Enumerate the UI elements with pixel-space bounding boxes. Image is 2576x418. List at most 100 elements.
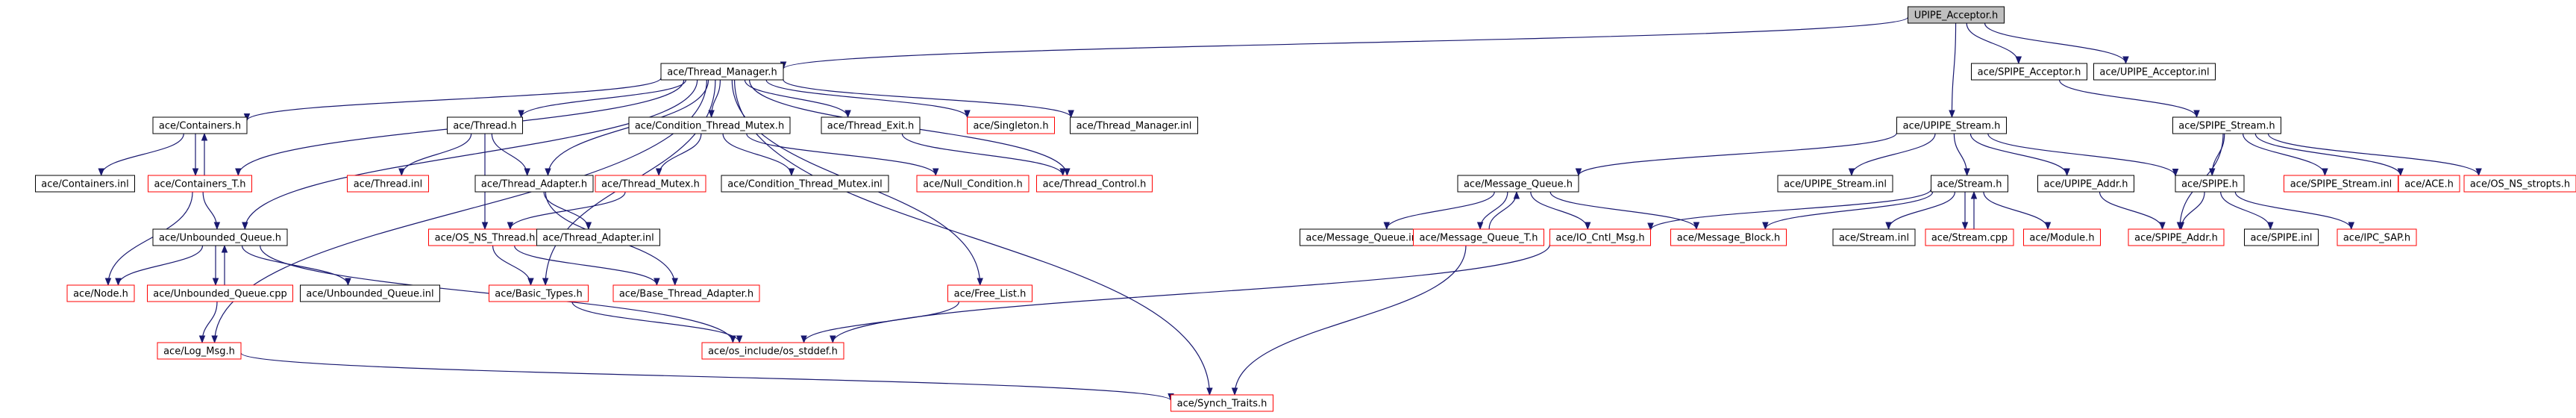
node-box xyxy=(1777,175,1893,193)
node-box xyxy=(916,175,1030,193)
node-streami[interactable]: ace/Stream.inl xyxy=(1832,228,1916,246)
node-logm[interactable]: ace/Log_Msg.h xyxy=(157,342,242,360)
node-uqi[interactable]: ace/Unbounded_Queue.inl xyxy=(300,284,440,302)
edge-upstr-to-stream xyxy=(1953,133,1970,177)
edge-spstr-to-spstri xyxy=(2242,133,2328,177)
edge-upstr-to-upaddr xyxy=(1969,133,2070,177)
node-label: ace/Module.h xyxy=(2029,233,2094,244)
node-spa[interactable]: ace/SPIPE_Acceptor.h xyxy=(1971,63,2087,81)
node-label: ace/Unbounded_Queue.cpp xyxy=(153,289,286,300)
node-box xyxy=(300,284,440,302)
node-thri[interactable]: ace/Thread.inl xyxy=(347,175,429,193)
node-label: ace/SPIPE_Acceptor.h xyxy=(1978,67,2081,78)
node-label: ace/SPIPE.inl xyxy=(2250,233,2312,244)
node-texit[interactable]: ace/Thread_Exit.h xyxy=(821,116,921,134)
node-box xyxy=(474,175,594,193)
node-streamc[interactable]: ace/Stream.cpp xyxy=(1925,228,2014,246)
edge-mq-to-mqt xyxy=(1476,191,1508,231)
node-spaddr[interactable]: ace/SPIPE_Addr.h xyxy=(2128,228,2225,246)
node-label: ace/Stream.inl xyxy=(1839,233,1909,244)
node-spstr[interactable]: ace/SPIPE_Stream.h xyxy=(2172,116,2281,134)
node-node[interactable]: ace/Node.h xyxy=(66,284,135,302)
node-label: ace/Stream.cpp xyxy=(1931,233,2008,244)
edge-mq-to-mqi xyxy=(1383,191,1495,231)
edge-spstr-to-ace xyxy=(2254,133,2404,177)
node-sing[interactable]: ace/Singleton.h xyxy=(967,116,1055,134)
node-mb[interactable]: ace/Message_Block.h xyxy=(1670,228,1787,246)
node-mqi[interactable]: ace/Message_Queue.inl xyxy=(1300,228,1426,246)
node-label: ace/SPIPE_Addr.h xyxy=(2134,233,2218,244)
node-label: ace/Condition_Thread_Mutex.inl xyxy=(727,179,883,190)
node-label: ace/Free_List.h xyxy=(954,289,1027,300)
node-box xyxy=(157,342,242,360)
edge-spipe-to-spipei xyxy=(2220,191,2274,231)
node-conti[interactable]: ace/Containers.inl xyxy=(35,175,135,193)
node-label: ace/UPIPE_Addr.h xyxy=(2044,179,2128,190)
edge-root-to-upai xyxy=(1984,22,2129,65)
node-label: ace/Singleton.h xyxy=(973,121,1048,132)
node-label: ace/Null_Condition.h xyxy=(923,179,1023,190)
node-ipc[interactable]: ace/IPC_SAP.h xyxy=(2337,228,2417,246)
node-label: ace/Message_Queue_T.h xyxy=(1420,233,1538,244)
node-label: ace/OS_NS_stropts.h xyxy=(2470,179,2570,190)
node-spipei[interactable]: ace/SPIPE.inl xyxy=(2244,228,2319,246)
edge-uqc-to-logm xyxy=(198,301,218,344)
edge-tmut-to-osnst xyxy=(507,191,626,231)
node-contt[interactable]: ace/Containers_T.h xyxy=(148,175,252,193)
node-box xyxy=(2463,175,2576,193)
node-mqt[interactable]: ace/Message_Queue_T.h xyxy=(1413,228,1544,246)
node-box xyxy=(66,284,135,302)
edge-ctm-to-ctmi xyxy=(722,133,795,177)
node-osnst[interactable]: ace/OS_NS_Thread.h xyxy=(428,228,542,246)
node-ctmi[interactable]: ace/Condition_Thread_Mutex.inl xyxy=(721,175,889,193)
node-tadi[interactable]: ace/Thread_Adapter.inl xyxy=(536,228,660,246)
node-upai[interactable]: ace/UPIPE_Acceptor.inl xyxy=(2093,63,2216,81)
node-label: ace/Condition_Thread_Mutex.h xyxy=(635,121,784,132)
node-thr[interactable]: ace/Thread.h xyxy=(447,116,523,134)
edge-mq-to-ioc xyxy=(1530,191,1591,231)
node-flist[interactable]: ace/Free_List.h xyxy=(947,284,1032,302)
node-tm[interactable]: ace/Thread_Manager.h xyxy=(660,63,784,81)
node-ioc[interactable]: ace/IO_Cntl_Msg.h xyxy=(1549,228,1651,246)
edge-tm-to-synch xyxy=(733,79,1213,396)
node-upaddr[interactable]: ace/UPIPE_Addr.h xyxy=(2037,175,2134,193)
node-box xyxy=(2244,228,2319,246)
node-spstri[interactable]: ace/SPIPE_Stream.inl xyxy=(2284,175,2398,193)
node-upstr[interactable]: ace/UPIPE_Stream.h xyxy=(1896,116,2007,134)
node-synch[interactable]: ace/Synch_Traits.h xyxy=(1171,394,1273,412)
node-tmut[interactable]: ace/Thread_Mutex.h xyxy=(595,175,706,193)
node-tad[interactable]: ace/Thread_Adapter.h xyxy=(474,175,594,193)
node-box xyxy=(595,175,706,193)
node-box xyxy=(821,116,921,134)
node-stddef[interactable]: ace/os_include/os_stddef.h xyxy=(701,342,844,360)
node-btad[interactable]: ace/Base_Thread_Adapter.h xyxy=(612,284,760,302)
node-label: ace/UPIPE_Stream.h xyxy=(1903,121,2001,132)
edge-spipe-to-spaddr xyxy=(2178,191,2205,231)
node-mq[interactable]: ace/Message_Queue.h xyxy=(1457,175,1579,193)
node-box xyxy=(489,284,589,302)
node-label: ace/Thread_Adapter.inl xyxy=(542,233,654,244)
edge-upstr-to-spipe xyxy=(1987,133,2179,177)
node-tctl[interactable]: ace/Thread_Control.h xyxy=(1036,175,1153,193)
node-uq[interactable]: ace/Unbounded_Queue.h xyxy=(152,228,288,246)
node-box xyxy=(2337,228,2417,246)
node-ncond[interactable]: ace/Null_Condition.h xyxy=(916,175,1030,193)
node-box xyxy=(2037,175,2134,193)
node-btypes[interactable]: ace/Basic_Types.h xyxy=(489,284,589,302)
node-cont[interactable]: ace/Containers.h xyxy=(152,116,248,134)
edge-stream-to-ioc xyxy=(1647,189,1932,231)
node-osns[interactable]: ace/OS_NS_stropts.h xyxy=(2463,175,2576,193)
node-ctm[interactable]: ace/Condition_Thread_Mutex.h xyxy=(628,116,791,134)
node-spipe[interactable]: ace/SPIPE.h xyxy=(2175,175,2245,193)
node-upstri[interactable]: ace/UPIPE_Stream.inl xyxy=(1777,175,1893,193)
node-ace[interactable]: ace/ACE.h xyxy=(2398,175,2460,193)
edge-spipe-to-ipc xyxy=(2234,191,2355,231)
node-tmi[interactable]: ace/Thread_Manager.inl xyxy=(1070,116,1198,134)
node-module[interactable]: ace/Module.h xyxy=(2023,228,2101,246)
node-box xyxy=(947,284,1032,302)
node-uqc[interactable]: ace/Unbounded_Queue.cpp xyxy=(147,284,293,302)
node-label: ace/UPIPE_Stream.inl xyxy=(1784,179,1887,190)
edge-tm-to-texit xyxy=(744,79,851,119)
node-stream[interactable]: ace/Stream.h xyxy=(1931,175,2008,193)
